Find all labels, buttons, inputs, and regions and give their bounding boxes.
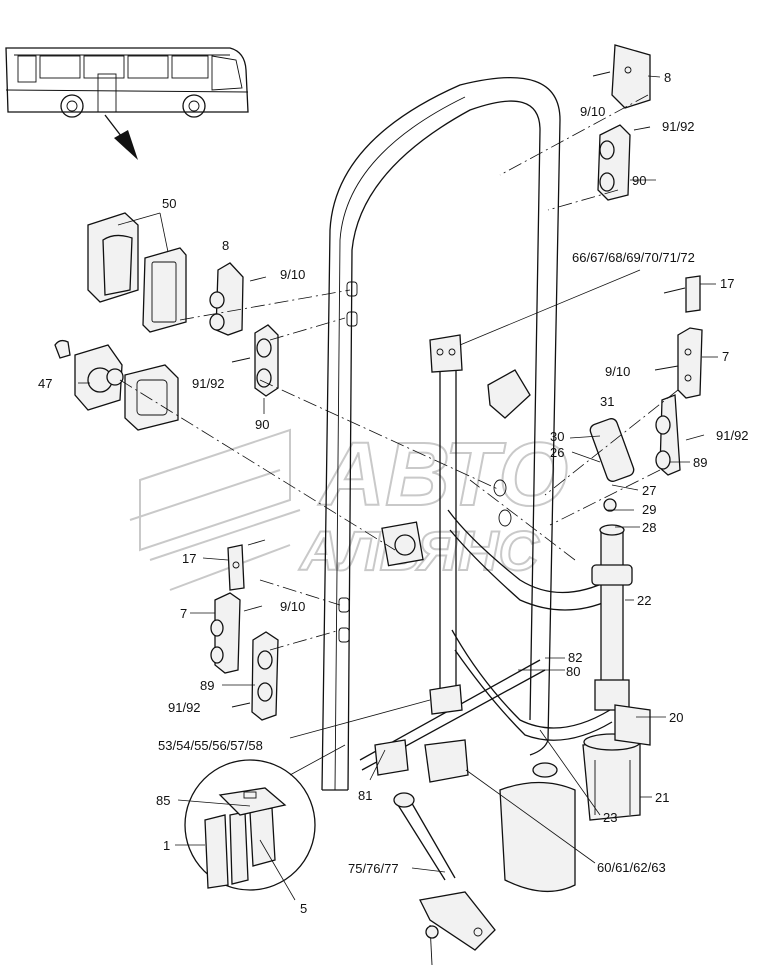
- label-9-10-top: 9/10: [580, 104, 605, 119]
- label-5: 5: [300, 901, 307, 916]
- label-27: 27: [642, 483, 656, 498]
- label-89-right: 89: [693, 455, 707, 470]
- label-50: 50: [162, 196, 176, 211]
- label-7-left: 7: [180, 606, 187, 621]
- label-8-left: 8: [222, 238, 229, 253]
- label-26: 26: [550, 445, 564, 460]
- label-91-92-right: 91/92: [716, 428, 749, 443]
- label-53-58: 53/54/55/56/57/58: [158, 738, 263, 753]
- left-brackets: [54, 212, 279, 431]
- label-75-77: 75/76/77: [348, 861, 399, 876]
- label-91-92-top: 91/92: [662, 119, 695, 134]
- label-8-top: 8: [664, 70, 671, 85]
- arrow-icon: [114, 130, 138, 160]
- label-9-10-left2: 9/10: [280, 599, 305, 614]
- labels: 8 9/10 91/92 90 66/67/68/69/70/71/72 17 …: [38, 70, 749, 916]
- label-17-left: 17: [182, 551, 196, 566]
- label-60-63: 60/61/62/63: [597, 860, 666, 875]
- label-22: 22: [637, 593, 651, 608]
- label-20: 20: [669, 710, 683, 725]
- label-47: 47: [38, 376, 52, 391]
- label-17-right: 17: [720, 276, 734, 291]
- label-31: 31: [600, 394, 614, 409]
- label-82: 82: [568, 650, 582, 665]
- rod-assembly: [393, 792, 496, 966]
- label-28: 28: [642, 520, 656, 535]
- label-91-92-left2: 91/92: [168, 700, 201, 715]
- left-lower-brackets: [210, 539, 279, 721]
- label-89-left: 89: [200, 678, 214, 693]
- bus-thumbnail: [5, 47, 249, 160]
- top-right-brackets: [592, 44, 705, 476]
- alignment-lines: [119, 94, 679, 651]
- label-90-left: 90: [255, 417, 269, 432]
- label-29: 29: [642, 502, 656, 517]
- label-23: 23: [603, 810, 617, 825]
- watermark-line1: АВТО: [318, 425, 568, 525]
- label-30: 30: [550, 429, 564, 444]
- label-1: 1: [163, 838, 170, 853]
- label-90-top: 90: [632, 173, 646, 188]
- leader-lines: [78, 75, 718, 901]
- label-21: 21: [655, 790, 669, 805]
- door-fittings: [374, 334, 576, 893]
- detail-circle: [184, 759, 316, 891]
- label-91-92-left: 91/92: [192, 376, 225, 391]
- watermark-logo-icon: [129, 428, 301, 591]
- label-81: 81: [358, 788, 372, 803]
- label-85: 85: [156, 793, 170, 808]
- label-9-10-right: 9/10: [605, 364, 630, 379]
- label-80: 80: [566, 664, 580, 679]
- label-66-72: 66/67/68/69/70/71/72: [572, 250, 695, 265]
- label-9-10-left: 9/10: [280, 267, 305, 282]
- strut-assembly: [582, 418, 651, 821]
- label-7-right: 7: [722, 349, 729, 364]
